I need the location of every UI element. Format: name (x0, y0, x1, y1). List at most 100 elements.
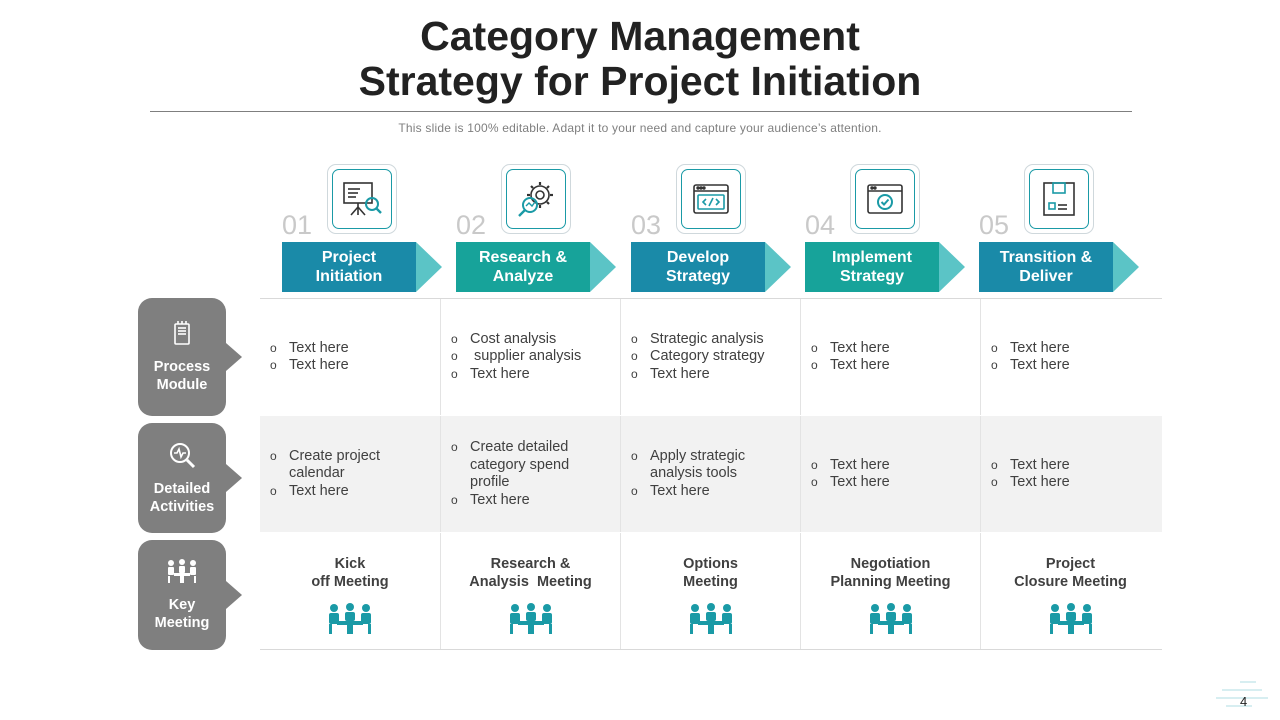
team-meeting-icon (507, 603, 555, 640)
process-cell-5: Text here Text here (980, 299, 1160, 415)
row-label-pointer (226, 581, 242, 609)
list-item: supplier analysis (451, 348, 581, 366)
slide-title: Category Management Strategy for Project… (0, 14, 1280, 104)
step-2-label: Research & Analyze (478, 249, 568, 285)
step-4-label: Implement Strategy (831, 249, 912, 285)
step-3-label: Develop Strategy (665, 249, 731, 285)
meeting-title: Negotiation Planning Meeting (830, 556, 951, 590)
meeting-cell-4: Negotiation Planning Meeting (800, 533, 980, 649)
activities-cell-1: Create project calendar Text here (260, 416, 440, 532)
bullet-list: Create detailed category spend profile T… (441, 439, 581, 509)
process-cell-4: Text here Text here (800, 299, 980, 415)
list-item: Text here (811, 457, 890, 475)
list-item: Text here (991, 474, 1070, 492)
step-5-icon-box (1024, 164, 1094, 234)
meeting-icon (166, 558, 198, 590)
window-check-icon (855, 169, 915, 229)
meeting-cell-3: Options Meeting (620, 533, 800, 649)
list-item: Text here (991, 357, 1070, 375)
process-cell-3: Strategic analysis Category strategy Tex… (620, 299, 800, 415)
bullet-list: Text here Text here (981, 340, 1070, 375)
step-1-label: Project Initiation (315, 249, 383, 285)
step-1-number: 01 (282, 210, 313, 240)
document-stack-icon (170, 320, 194, 352)
row-label-pointer (226, 464, 242, 492)
slide-subtitle: This slide is 100% editable. Adapt it to… (398, 121, 882, 135)
bullet-list: Cost analysis supplier analysis Text her… (441, 331, 581, 384)
decorative-lines (1212, 676, 1272, 720)
step-5-arrow: Transition & Deliver (979, 242, 1139, 292)
list-item: Text here (631, 366, 764, 384)
detailed-activities-row: Create project calendar Text here Create… (260, 416, 1162, 532)
presentation-magnifier-icon (332, 169, 392, 229)
row-label-text: Detailed Activities (149, 480, 215, 515)
bullet-list: Create project calendar Text here (260, 448, 410, 501)
list-item: Apply strategic analysis tools (631, 448, 761, 483)
row-label-detailed-activities: Detailed Activities (138, 423, 242, 533)
step-4-icon-box (850, 164, 920, 234)
list-item: Text here (270, 357, 349, 375)
row-label-text: Key Meeting (154, 596, 210, 631)
meeting-cell-2: Research & Analysis Meeting (440, 533, 620, 649)
team-meeting-icon (326, 603, 374, 640)
process-cell-2: Cost analysis supplier analysis Text her… (440, 299, 620, 415)
list-item: Text here (991, 457, 1070, 475)
list-item: Text here (991, 340, 1070, 358)
bullet-list: Text here Text here (801, 457, 890, 492)
team-meeting-icon (1047, 603, 1095, 640)
row-label-key-meeting: Key Meeting (138, 540, 242, 650)
bullet-list: Text here Text here (260, 340, 349, 375)
row-label-pointer (226, 343, 242, 371)
meeting-title: Kick off Meeting (311, 556, 389, 590)
step-3-arrow: Develop Strategy (631, 242, 791, 292)
activities-cell-2: Create detailed category spend profile T… (440, 416, 620, 532)
step-3-icon-box (676, 164, 746, 234)
bullet-list: Apply strategic analysis tools Text here (621, 448, 761, 501)
step-5: 05 Transition & Deliver (979, 164, 1139, 294)
activities-cell-5: Text here Text here (980, 416, 1160, 532)
list-item: Text here (811, 357, 890, 375)
row-label-process-module: Process Module (138, 298, 242, 416)
bullet-list: Text here Text here (981, 457, 1070, 492)
step-2-icon-box (501, 164, 571, 234)
step-1: 01 Project Initiation (282, 164, 442, 294)
bullet-list: Text here Text here (801, 340, 890, 375)
title-line-2: Strategy for Project Initiation (358, 58, 922, 104)
key-meeting-row: Kick off Meeting Research & Analysis Mee… (260, 533, 1162, 650)
process-cell-1: Text here Text here (260, 299, 440, 415)
meeting-title: Project Closure Meeting (1014, 556, 1127, 590)
meeting-cell-1: Kick off Meeting (260, 533, 440, 649)
list-item: Cost analysis (451, 331, 581, 349)
step-5-label: Transition & Deliver (999, 249, 1093, 285)
step-1-arrow: Project Initiation (282, 242, 442, 292)
step-2-number: 02 (456, 210, 487, 240)
code-window-icon (681, 169, 741, 229)
list-item: Text here (451, 492, 581, 510)
step-4: 04 Implement Strategy (805, 164, 965, 294)
step-1-icon-box (327, 164, 397, 234)
meeting-title: Research & Analysis Meeting (469, 556, 592, 590)
gear-magnifier-icon (506, 169, 566, 229)
meeting-cell-5: Project Closure Meeting (980, 533, 1160, 649)
list-item: Text here (631, 483, 761, 501)
step-3: 03 Develop Strategy (631, 164, 791, 294)
list-item: Text here (451, 366, 581, 384)
list-item: Text here (811, 474, 890, 492)
team-meeting-icon (687, 603, 735, 640)
page-number: 4 (1240, 694, 1248, 709)
list-item: Text here (270, 340, 349, 358)
bullet-list: Strategic analysis Category strategy Tex… (621, 331, 764, 384)
list-item: Create project calendar (270, 448, 410, 483)
box-icon (1029, 169, 1089, 229)
list-item: Create detailed category spend profile (451, 439, 581, 492)
list-item: Text here (270, 483, 410, 501)
activities-cell-4: Text here Text here (800, 416, 980, 532)
activities-cell-3: Apply strategic analysis tools Text here (620, 416, 800, 532)
step-2-arrow: Research & Analyze (456, 242, 616, 292)
meeting-title: Options Meeting (683, 556, 738, 590)
step-2: 02 Research & Analyze (456, 164, 616, 294)
title-divider (150, 111, 1132, 112)
step-4-number: 04 (805, 210, 836, 240)
title-line-1: Category Management (420, 13, 860, 59)
magnifier-pulse-icon (168, 441, 196, 474)
